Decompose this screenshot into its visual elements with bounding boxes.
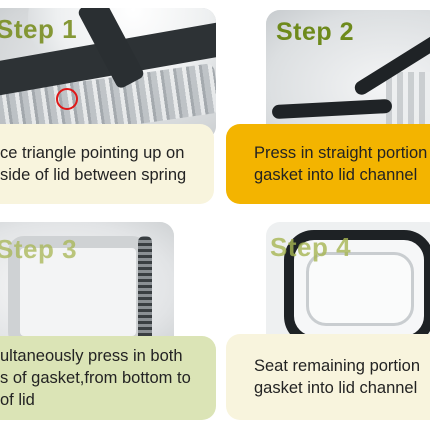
step4-caption: Seat remaining portion gasket into lid c… [254, 357, 421, 397]
step3-caption-box: ultaneously press in both s of gasket,fr… [0, 336, 216, 420]
step1-caption: ce triangle pointing up on side of lid b… [0, 144, 187, 184]
step2-label: Step 2 [276, 18, 355, 46]
step4-caption-box: Seat remaining portion gasket into lid c… [226, 334, 430, 420]
step1-caption-box: ce triangle pointing up on side of lid b… [0, 124, 214, 204]
step4-photo [266, 222, 430, 350]
step2-photo [266, 10, 430, 138]
step4-label: Step 4 [270, 232, 352, 262]
triangle-marker-highlight [56, 88, 78, 110]
step1-photo [0, 8, 216, 140]
gasket-side [138, 236, 152, 348]
step2-caption-box: Press in straight portion gasket into li… [226, 124, 430, 204]
step2-caption: Press in straight portion gasket into li… [254, 144, 428, 184]
step3-label: Step 3 [0, 234, 78, 264]
step3-photo [0, 222, 174, 350]
lid-hinge-parts [386, 72, 430, 132]
lid-inner-panel [306, 252, 414, 326]
step3-caption: ultaneously press in both s of gasket,fr… [0, 347, 191, 409]
step1-label: Step 1 [0, 14, 78, 44]
